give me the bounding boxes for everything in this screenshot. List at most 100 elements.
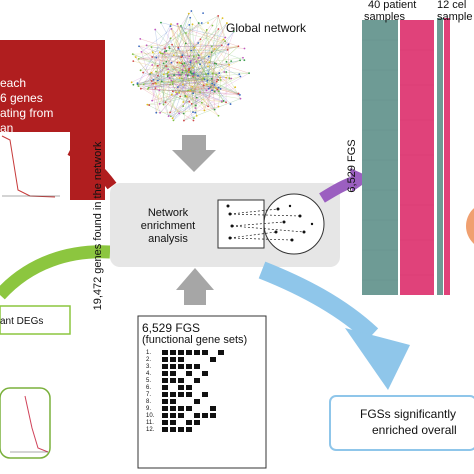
- cells-label-2: sample: [437, 11, 473, 23]
- network-node: [170, 23, 172, 26]
- network-node: [151, 56, 154, 58]
- network-edge: [175, 92, 209, 107]
- network-node: [169, 37, 172, 40]
- network-node: [210, 51, 213, 54]
- network-node: [217, 90, 220, 93]
- network-node: [214, 87, 217, 90]
- network-edge: [183, 65, 219, 116]
- network-node: [154, 28, 157, 31]
- network-node: [180, 77, 183, 80]
- network-node: [248, 72, 250, 75]
- blue-arrow: [258, 261, 379, 342]
- network-node: [167, 71, 170, 74]
- network-edge: [135, 56, 154, 80]
- network-node: [208, 61, 211, 64]
- network-node: [195, 60, 198, 63]
- network-edge: [218, 15, 228, 50]
- network-node: [158, 102, 161, 105]
- network-node: [239, 75, 242, 78]
- network-node: [219, 88, 222, 90]
- fgs-row-4: 4.: [146, 370, 152, 377]
- network-node: [155, 70, 157, 73]
- network-edge: [162, 53, 181, 76]
- network-node: [207, 65, 209, 68]
- network-node: [190, 10, 193, 12]
- bottom-left-plot: [0, 387, 51, 459]
- network-node: [142, 71, 145, 74]
- network-node: [211, 24, 214, 27]
- network-node: [190, 72, 193, 75]
- network-edge: [159, 89, 218, 105]
- network-edge: [147, 62, 180, 90]
- network-edge: [171, 28, 188, 76]
- network-node: [225, 101, 227, 104]
- network-node: [167, 68, 170, 70]
- network-edge: [177, 24, 179, 48]
- network-node: [147, 86, 150, 89]
- network-node: [202, 84, 205, 87]
- network-node: [192, 75, 194, 78]
- network-edge: [155, 82, 196, 109]
- network-node: [222, 100, 225, 102]
- network-node: [213, 90, 216, 93]
- network-node: [205, 73, 207, 75]
- network-edge: [147, 104, 171, 117]
- network-node: [210, 77, 213, 80]
- network-edge: [155, 29, 162, 82]
- network-edge: [163, 13, 189, 75]
- heatmap-teal-block: [362, 20, 398, 295]
- enrichment-dots: [226, 204, 314, 242]
- red-box-line-4: an: [0, 121, 14, 135]
- fgs-box-subtitle: (functional gene sets): [142, 334, 248, 346]
- network-node: [211, 82, 214, 85]
- network-node: [199, 38, 202, 41]
- network-node: [190, 49, 193, 52]
- network-edge: [185, 32, 229, 45]
- network-node: [142, 83, 145, 86]
- network-edge: [191, 50, 224, 102]
- network-node: [202, 12, 204, 15]
- network-node: [188, 67, 191, 70]
- network-edge: [218, 15, 226, 38]
- heatmap-texture-pink: [400, 49, 434, 276]
- network-node: [155, 56, 158, 59]
- network-edge: [193, 46, 239, 57]
- network-node: [189, 89, 192, 92]
- network-node: [188, 55, 191, 58]
- network-node: [181, 69, 184, 71]
- network-node: [229, 103, 232, 105]
- network-node: [216, 88, 219, 91]
- network-node: [171, 90, 174, 93]
- network-node: [192, 92, 195, 95]
- network-node: [185, 95, 188, 98]
- network-node: [205, 83, 208, 86]
- network-edge: [185, 43, 190, 69]
- fgs-row-12: 12.: [146, 426, 155, 433]
- network-node: [182, 105, 185, 108]
- network-node: [200, 22, 203, 24]
- network-node: [207, 55, 210, 58]
- network-edge: [183, 78, 232, 114]
- network-node: [140, 50, 143, 53]
- network-edge: [152, 53, 163, 84]
- network-node: [170, 61, 173, 64]
- network-node: [181, 83, 184, 86]
- bottom-left-curve: [24, 395, 49, 453]
- enrichment-connections: [229, 208, 305, 241]
- network-edge: [178, 17, 191, 48]
- network-edge: [178, 48, 231, 105]
- network-node: [219, 79, 222, 81]
- network-edge: [206, 52, 212, 85]
- network-node: [163, 51, 166, 54]
- network-node: [230, 77, 233, 80]
- network-node: [192, 66, 194, 69]
- red-panel-plot: [0, 132, 70, 202]
- network-node: [170, 93, 173, 96]
- network-node: [175, 91, 177, 94]
- network-edge: [183, 98, 241, 121]
- network-node: [238, 73, 241, 76]
- fgs-row-3: 3.: [146, 363, 152, 370]
- network-edge: [179, 77, 221, 81]
- network-edge: [167, 73, 227, 78]
- network-node: [226, 48, 229, 51]
